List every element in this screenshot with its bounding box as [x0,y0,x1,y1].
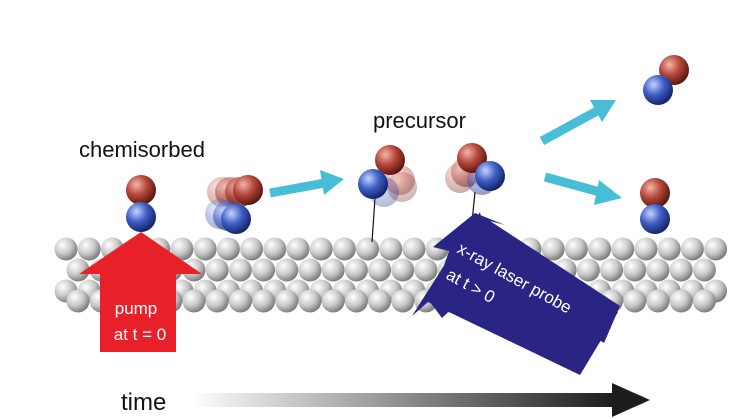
surface-atom [170,237,194,261]
surface-atom [298,289,322,313]
surface-atom [332,237,356,261]
surface-atom [368,258,392,282]
motion-arrow-desorption-right [543,172,622,205]
surface-atom [391,289,415,313]
surface-atom [368,289,392,313]
surface-atom [646,258,670,282]
surface-atom [541,237,565,261]
surface-atom [321,258,345,282]
surface-atom [576,258,600,282]
surface-atom [564,237,588,261]
surface-atom [657,237,681,261]
precursor-label: precursor [373,108,466,133]
surface-atom [704,237,728,261]
surface-atom [275,289,299,313]
oxygen-atom [375,145,405,175]
surface-atom [692,289,716,313]
xray-probe-arrow-head [427,212,492,318]
surface-atom [692,258,716,282]
surface-atom [402,237,426,261]
surface-atom [228,258,252,282]
carbon-atom-ghost [221,204,251,234]
surface-atom [669,258,693,282]
precursor-bond-line-left [371,197,376,243]
surface-atom [298,258,322,282]
surface-atom [54,237,78,261]
carbon-atom [358,169,388,199]
surface-atom [600,258,624,282]
surface-atom [252,289,276,313]
surface-atom [263,237,287,261]
chemisorbed-label: chemisorbed [79,137,205,162]
oxygen-atom [126,175,156,205]
oxygen-atom [659,55,689,85]
oxygen-atom [640,178,670,208]
surface-atom [205,289,229,313]
surface-atom [344,258,368,282]
surface-atom [66,258,90,282]
surface-atom [228,289,252,313]
surface-atom [344,289,368,313]
surface-atom [216,237,240,261]
surface-atom [414,258,438,282]
surface-atom [286,237,310,261]
surface-atom [240,237,264,261]
surface-atom [182,289,206,313]
surface-atom [66,289,90,313]
surface-atom [634,237,658,261]
surface-atom [205,258,229,282]
surface-atom [623,258,647,282]
carbon-atom [126,202,156,232]
surface-atom [356,237,380,261]
time-axis-label: time [121,389,166,416]
surface-atom [193,237,217,261]
oxygen-atom [233,175,263,205]
co-molecule-icon [126,55,689,234]
surface-atom [391,258,415,282]
surface-atom [611,237,635,261]
surface-atom [321,289,345,313]
surface-atom [588,237,612,261]
carbon-atom [640,204,670,234]
surface-atom [309,237,333,261]
surface-atom [77,237,101,261]
carbon-atom [643,75,673,105]
surface-atom [275,258,299,282]
motion-arrow-to-precursor [269,170,344,198]
surface-atom [646,289,670,313]
motion-arrow-desorption-up [539,100,616,145]
pump-label: pump [115,299,158,318]
surface-atom [623,289,647,313]
pump-time-label: at t = 0 [114,325,166,344]
surface-atom [680,237,704,261]
surface-atom [252,258,276,282]
carbon-atom [475,161,505,191]
surface-atom [379,237,403,261]
time-arrow [190,383,650,417]
pump-arrow: pump at t = 0 [79,232,202,352]
surface-atom [669,289,693,313]
